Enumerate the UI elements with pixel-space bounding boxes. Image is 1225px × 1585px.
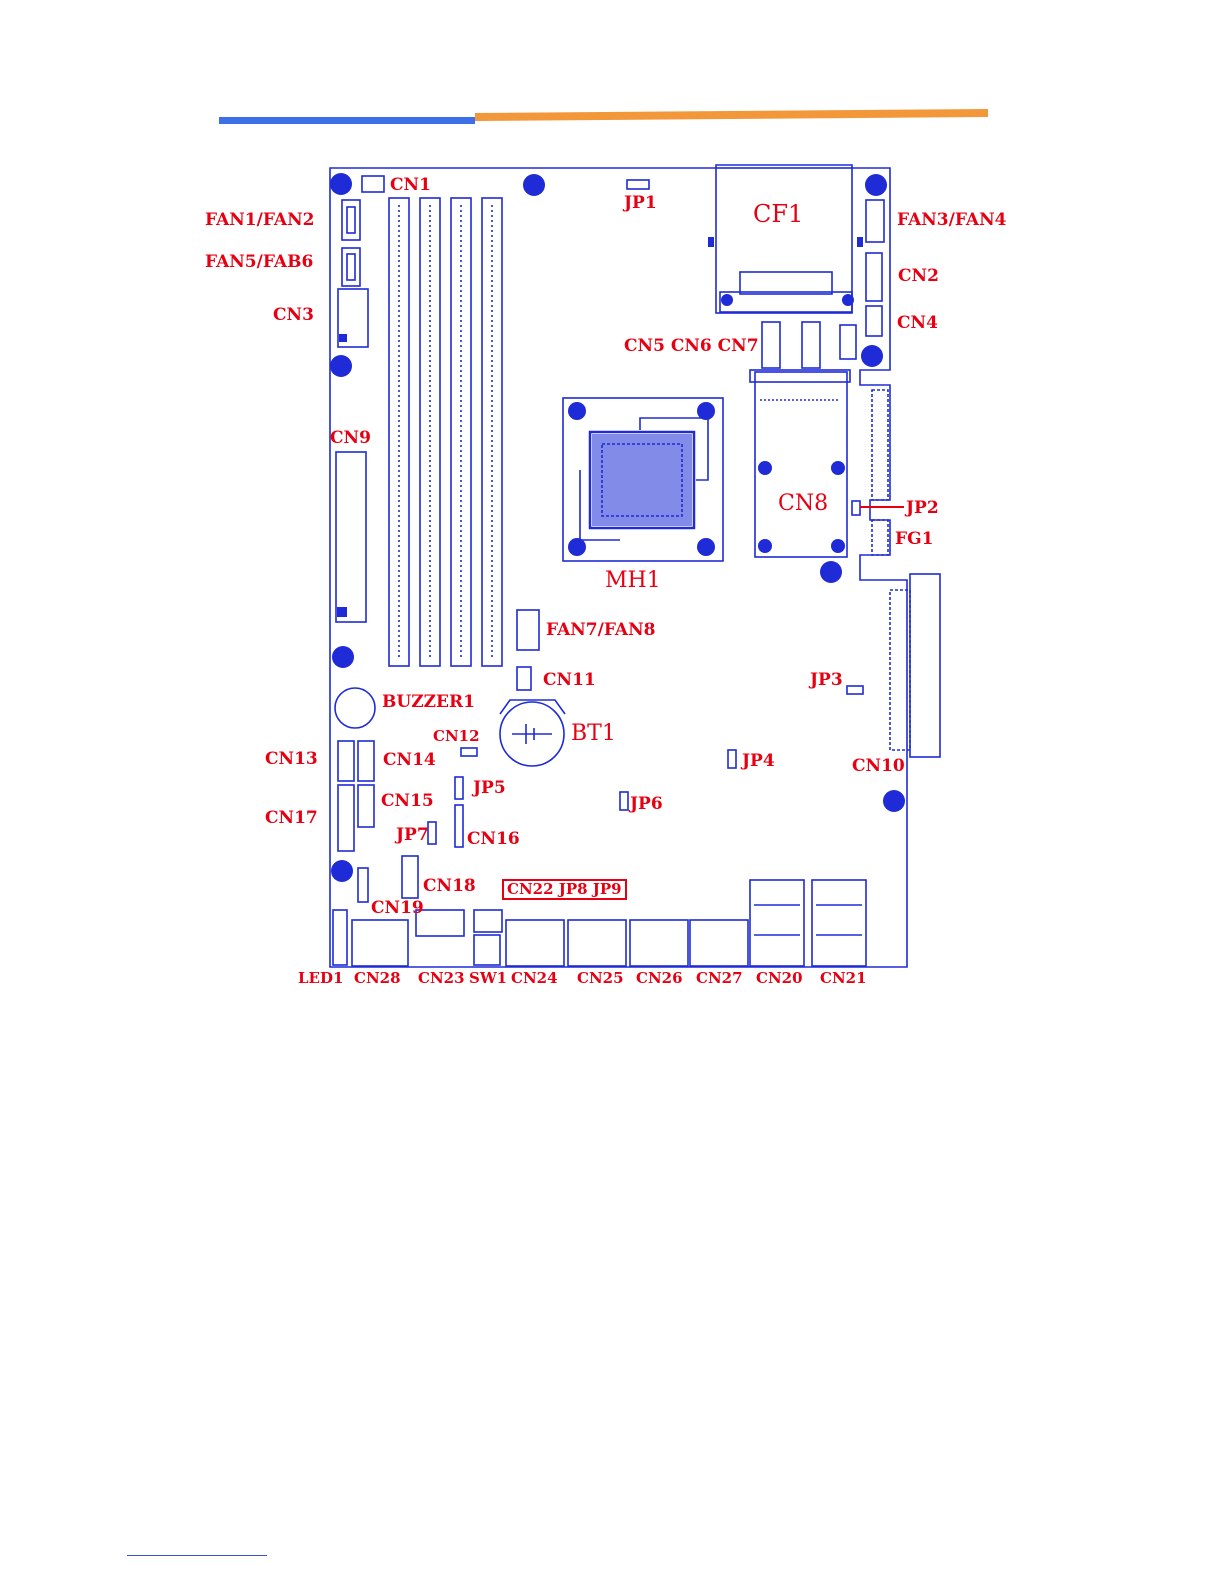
label-fan3-fan4: FAN3/FAN4 — [897, 212, 1006, 229]
label-jp4: JP4 — [742, 753, 775, 770]
label-cn5-cn6-cn7: CN5 CN6 CN7 — [624, 338, 759, 355]
cn27-port — [690, 920, 748, 966]
cn14-header — [358, 741, 374, 781]
mount-hole — [861, 345, 883, 367]
cn7-connector — [840, 325, 856, 359]
fan7-fan8-header — [517, 610, 539, 650]
label-cf1: CF1 — [753, 202, 803, 226]
label-jp5: JP5 — [473, 780, 506, 797]
label-jp7: JP7 — [396, 827, 429, 844]
label-cn28: CN28 — [354, 971, 401, 986]
jp6-jumper — [620, 792, 628, 810]
cn19-header — [358, 868, 368, 902]
cn13-header — [338, 741, 354, 781]
label-cn3: CN3 — [273, 307, 314, 324]
led1 — [333, 910, 347, 965]
label-cn16: CN16 — [467, 831, 520, 848]
label-cn24: CN24 — [511, 971, 558, 986]
cn6-connector — [802, 322, 820, 368]
label-cn23: CN23 — [418, 971, 465, 986]
label-cn9: CN9 — [330, 430, 371, 447]
jp2-jumper — [852, 501, 860, 515]
jp4-jumper — [728, 750, 736, 768]
cn16-header — [455, 805, 463, 847]
mount-hole — [332, 646, 354, 668]
cn1-connector — [362, 176, 384, 192]
footer-rule — [127, 1555, 267, 1556]
label-cn14: CN14 — [383, 752, 436, 769]
label-fan1-fan2: FAN1/FAN2 — [205, 212, 314, 229]
cn2-header — [866, 253, 882, 301]
cn18-header — [402, 856, 418, 898]
buzzer1 — [335, 688, 375, 728]
label-cn15: CN15 — [381, 793, 434, 810]
right-edge-connector — [872, 390, 888, 500]
cn4-header — [866, 306, 882, 336]
cn10-slot — [910, 574, 940, 757]
fan3-fan4-header — [866, 200, 884, 242]
cn26-port — [630, 920, 688, 966]
label-led1: LED1 — [298, 971, 343, 986]
cn12-jumper — [461, 748, 477, 756]
label-buzzer1: BUZZER1 — [382, 694, 475, 711]
label-cn26: CN26 — [636, 971, 683, 986]
mount-hole — [330, 173, 352, 195]
label-fan5-fab6: FAN5/FAB6 — [205, 254, 313, 271]
label-fan7-fan8: FAN7/FAN8 — [546, 622, 655, 639]
cn9-header — [336, 452, 366, 622]
cn17-header — [338, 785, 354, 851]
mount-hole — [523, 174, 545, 196]
label-jp1: JP1 — [624, 195, 657, 212]
label-cn25: CN25 — [577, 971, 624, 986]
jp3-jumper — [847, 686, 863, 694]
mount-hole — [883, 790, 905, 812]
label-cn27: CN27 — [696, 971, 743, 986]
cn11-header — [517, 667, 531, 690]
cn5-connector — [762, 322, 780, 368]
jp7-jumper — [428, 822, 436, 844]
label-jp3: JP3 — [810, 672, 843, 689]
label-cn11: CN11 — [543, 672, 596, 689]
label-sw1: SW1 — [469, 971, 507, 986]
cn22-header — [474, 910, 502, 932]
label-cn17: CN17 — [265, 810, 318, 827]
jp5-jumper — [455, 777, 463, 799]
label-cn13: CN13 — [265, 751, 318, 768]
mount-hole — [865, 174, 887, 196]
mount-hole — [330, 355, 352, 377]
label-cn1: CN1 — [390, 177, 431, 194]
label-cn20: CN20 — [756, 971, 803, 986]
cn28-port — [352, 920, 408, 966]
mount-hole — [820, 561, 842, 583]
fan1-fan2-header — [342, 200, 360, 240]
mount-hole — [331, 860, 353, 882]
label-cn10: CN10 — [852, 758, 905, 775]
label-cn4: CN4 — [897, 315, 938, 332]
label-cn2: CN2 — [898, 268, 939, 285]
cn20-port — [750, 880, 804, 966]
label-cn19: CN19 — [371, 900, 424, 917]
label-mh1: MH1 — [605, 570, 661, 592]
jp1-jumper — [627, 180, 649, 189]
cn15-header — [358, 785, 374, 827]
label-jp6: JP6 — [630, 796, 663, 813]
label-cn8: CN8 — [778, 493, 828, 515]
label-cn22-jp8-jp9: CN22 JP8 JP9 — [502, 879, 627, 900]
label-cn12: CN12 — [433, 729, 480, 744]
label-bt1: BT1 — [571, 723, 616, 745]
label-cn18: CN18 — [423, 878, 476, 895]
sw1-switch — [474, 935, 500, 965]
cn21-port — [812, 880, 866, 966]
label-cn21: CN21 — [820, 971, 867, 986]
fg1-connector — [872, 520, 888, 555]
board-outline — [330, 165, 907, 967]
cn24-port — [506, 920, 564, 966]
label-fg1: FG1 — [895, 531, 933, 548]
label-jp2: JP2 — [906, 500, 939, 517]
cn25-port — [568, 920, 626, 966]
